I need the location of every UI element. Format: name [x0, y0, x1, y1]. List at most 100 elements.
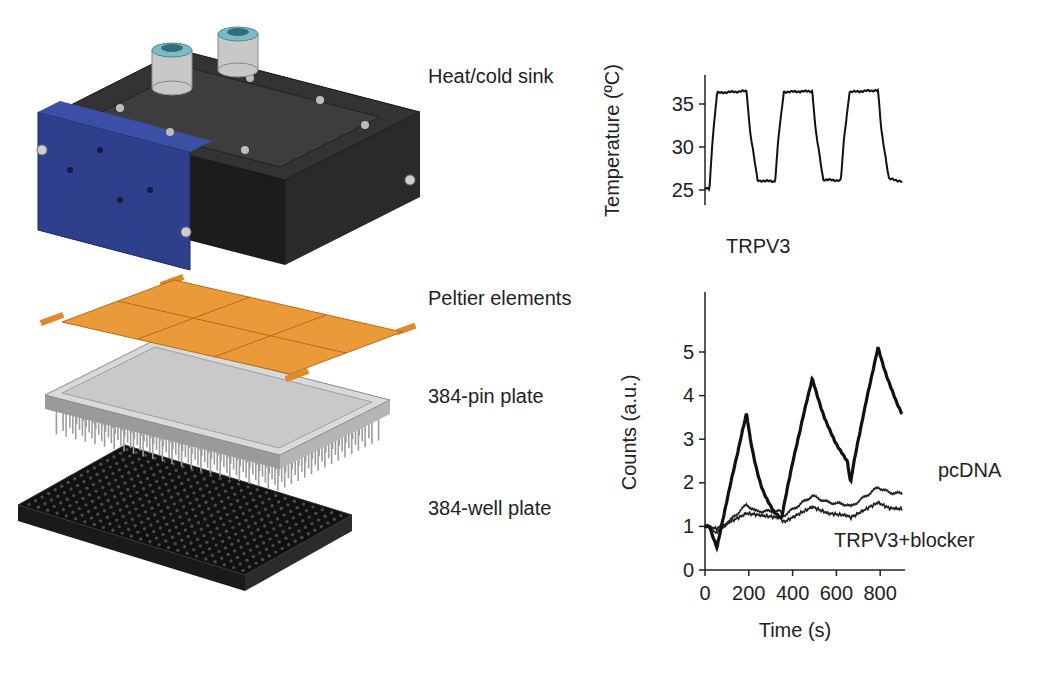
- well: [276, 517, 279, 520]
- well: [146, 534, 149, 537]
- well: [93, 523, 96, 526]
- fitting-bore: [161, 44, 183, 52]
- well: [140, 464, 143, 467]
- well: [158, 543, 161, 546]
- well: [252, 555, 255, 558]
- well: [136, 474, 139, 477]
- well: [194, 514, 197, 517]
- pin: [248, 458, 250, 484]
- well: [305, 509, 308, 512]
- well: [268, 497, 271, 500]
- well: [162, 516, 165, 519]
- well: [275, 534, 278, 537]
- well: [143, 470, 146, 473]
- well: [242, 512, 245, 515]
- well: [114, 478, 117, 481]
- well: [149, 467, 152, 470]
- pin: [113, 423, 115, 449]
- tick-label: 4: [683, 384, 694, 407]
- well: [80, 513, 83, 516]
- well: [234, 532, 237, 535]
- well: [212, 537, 215, 540]
- plate-top: [18, 445, 352, 575]
- well: [135, 491, 138, 494]
- well: [198, 504, 201, 507]
- well: [131, 461, 134, 464]
- well: [100, 503, 103, 506]
- well: [300, 536, 303, 539]
- well: [236, 556, 239, 559]
- tick-label: 25: [672, 179, 694, 202]
- well: [107, 499, 110, 502]
- part-label: 384-pin plate: [428, 385, 544, 408]
- well: [215, 527, 218, 530]
- well: [236, 499, 239, 502]
- well: [274, 494, 277, 497]
- well: [113, 495, 116, 498]
- well: [140, 521, 143, 524]
- trace-label: TRPV3+blocker: [834, 529, 975, 552]
- well: [88, 493, 91, 496]
- well: [195, 498, 198, 501]
- well: [254, 522, 257, 525]
- well: [87, 510, 90, 513]
- well: [67, 481, 70, 484]
- well: [154, 496, 157, 499]
- well: [66, 498, 69, 501]
- tick: [699, 438, 705, 440]
- well: [288, 526, 291, 529]
- well: [186, 495, 189, 498]
- tick-label: 0: [683, 559, 694, 582]
- well: [223, 506, 226, 509]
- well: [78, 507, 81, 510]
- bolt: [37, 145, 47, 155]
- well: [257, 511, 260, 514]
- well: [117, 485, 120, 488]
- well: [183, 545, 186, 548]
- well: [163, 499, 166, 502]
- well: [148, 483, 151, 486]
- tick: [699, 482, 705, 484]
- well: [165, 523, 168, 526]
- well: [272, 527, 275, 530]
- well: [259, 535, 262, 538]
- well: [186, 552, 189, 555]
- well: [212, 480, 215, 483]
- well: [209, 474, 212, 477]
- well: [128, 454, 131, 457]
- well: [167, 489, 170, 492]
- well: [256, 488, 259, 491]
- well: [220, 557, 223, 560]
- well: [46, 509, 49, 512]
- well: [282, 513, 285, 516]
- well: [192, 548, 195, 551]
- well: [37, 506, 40, 509]
- well: [166, 506, 169, 509]
- well: [156, 520, 159, 523]
- bolt: [405, 175, 415, 185]
- hole: [147, 187, 153, 193]
- well: [326, 521, 329, 524]
- well: [189, 541, 192, 544]
- well: [204, 501, 207, 504]
- tick: [699, 103, 705, 105]
- well: [94, 506, 97, 509]
- well: [216, 510, 219, 513]
- well: [239, 562, 242, 565]
- well: [111, 529, 114, 532]
- trace-label: pcDNA: [938, 459, 1001, 482]
- well: [147, 460, 150, 463]
- well: [138, 497, 141, 500]
- axis-title: Time (s): [759, 619, 832, 642]
- well: [246, 542, 249, 545]
- well: [137, 457, 140, 460]
- well: [208, 490, 211, 493]
- well: [237, 482, 240, 485]
- well: [127, 528, 130, 531]
- temperature-trace: [705, 90, 902, 189]
- axis-title: Temperature (ºC): [601, 64, 624, 217]
- tick: [699, 569, 705, 571]
- well: [130, 478, 133, 481]
- well: [92, 483, 95, 486]
- bolt: [116, 104, 124, 112]
